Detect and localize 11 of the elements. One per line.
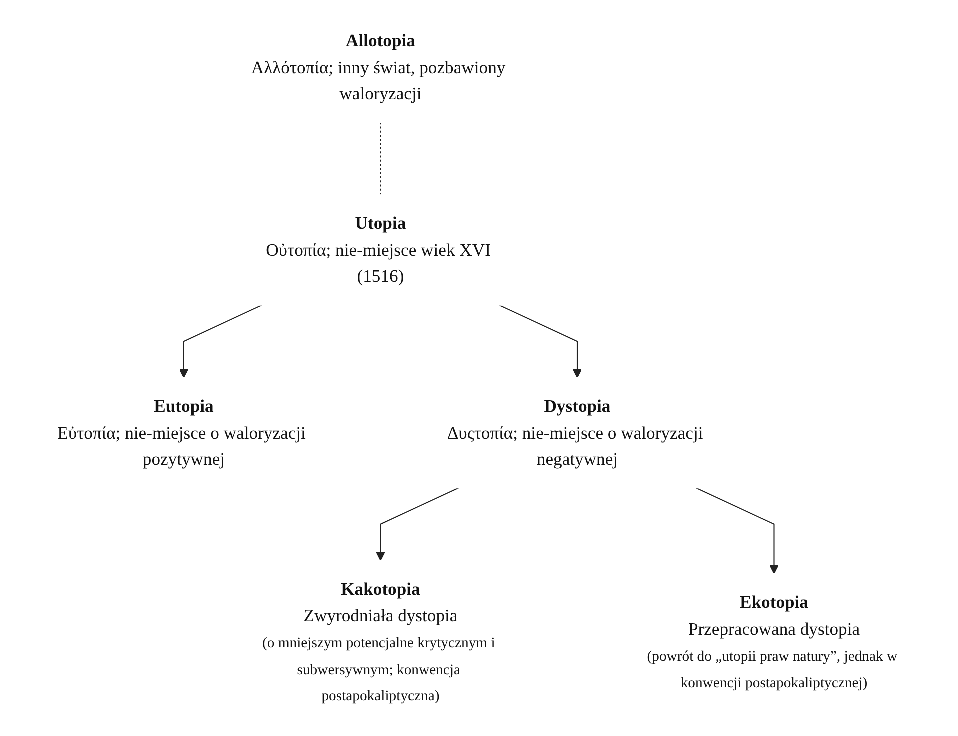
node-text: Kakotopia Zwyrodniała dystopia (o mniejszym potencjalne krytycznym i subwersywnym; konwencja postapokaliptyczna) <box>262 579 496 705</box>
arrow <box>376 488 459 562</box>
node-text: Ekotopia Przepracowana dystopia (powrót do „utopii praw natury”, jednak w konwencji postapokaliptycznej) <box>647 592 898 692</box>
arrow <box>499 304 582 378</box>
node-text: Eutopia Εὐτοπία; nie-miejsce o waloryzacji pozytywnej <box>57 396 306 469</box>
arrow <box>179 304 262 378</box>
node-text: Utopia Οὐτοπία; nie-miejsce wiek XVI (1516) <box>266 214 491 286</box>
connector <box>380 122 382 196</box>
arrow <box>696 488 779 574</box>
node-text: Allotopia Αλλότοπία; inny świat, pozbawiony waloryzacji <box>251 30 506 104</box>
node-text: Dystopia Δυςτοπία; nie-miejsce o waloryzacji negatywnej <box>447 396 704 469</box>
